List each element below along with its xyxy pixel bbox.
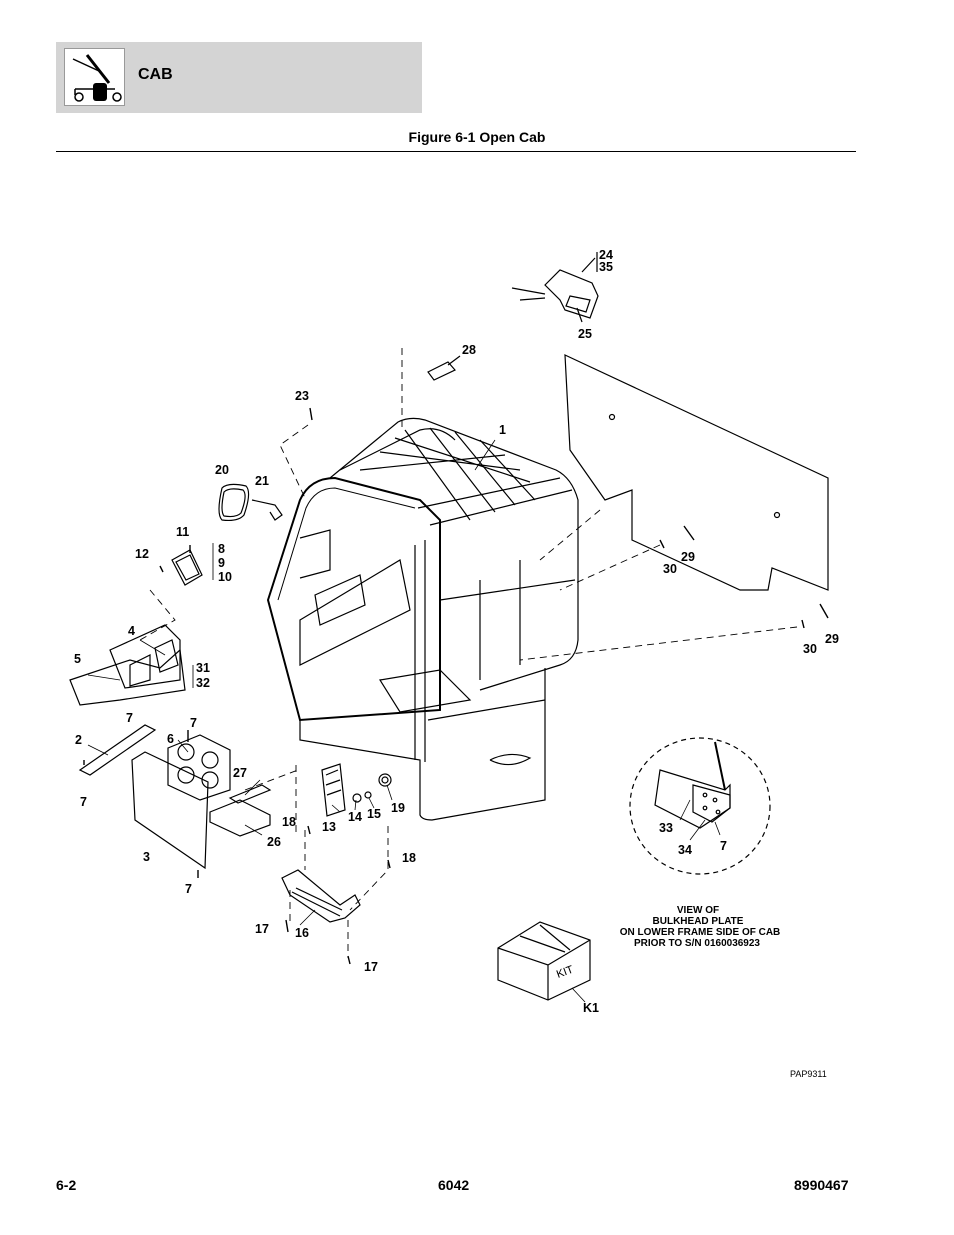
callout: 24 (599, 248, 613, 262)
callout: 17 (364, 960, 378, 974)
callout: K1 (583, 1001, 599, 1015)
inset-note-line: BULKHEAD PLATE (653, 916, 744, 927)
footer-model: 6042 (438, 1177, 470, 1193)
callout: 7 (80, 795, 87, 809)
callout: 21 (255, 474, 269, 488)
footer-part-number: 8990467 (794, 1177, 849, 1193)
callout: 11 (176, 525, 189, 539)
callout: 2 (75, 733, 82, 747)
callout: 3 (143, 850, 150, 864)
callout: 7 (190, 716, 197, 730)
plate-5 (69, 648, 186, 706)
callout: 26 (267, 835, 281, 849)
callout: 28 (462, 343, 476, 357)
callout: 20 (215, 463, 229, 477)
callout: 9 (218, 556, 225, 570)
callout: 18 (402, 851, 416, 865)
strip-26 (209, 799, 271, 837)
callout: 25 (578, 327, 592, 341)
callout: 31 (196, 661, 210, 675)
title-divider (56, 151, 856, 152)
callout: 18 (282, 815, 296, 829)
callout-labels: 1 2 3 4 5 6 7 7 7 7 7 7 8 9 10 11 12 13 … (74, 248, 839, 1015)
callout: 29 (825, 632, 839, 646)
module-13 (321, 763, 346, 817)
kit-box (497, 921, 591, 1001)
inset-circle (629, 737, 771, 875)
callout: 4 (128, 624, 135, 638)
mirror-20 (218, 483, 250, 522)
kit-label: KIT (555, 964, 575, 981)
leader-lines (139, 348, 798, 958)
callout: 5 (74, 652, 81, 666)
callout: 12 (135, 547, 149, 561)
callout: 23 (295, 389, 309, 403)
bracket-28 (427, 361, 456, 381)
callout: 8 (218, 542, 225, 556)
washer-14 (352, 793, 362, 803)
nut-15 (364, 791, 372, 799)
step-16 (281, 869, 361, 923)
callout: 10 (218, 570, 232, 584)
panel-2 (78, 724, 157, 776)
callout: 7 (185, 882, 192, 896)
callout: 27 (233, 766, 247, 780)
callout: 30 (663, 562, 677, 576)
section-header: CAB (56, 42, 422, 113)
callout: 7 (126, 711, 133, 725)
callout: 14 (348, 810, 362, 824)
figure-title: Figure 6-1 Open Cab (408, 129, 546, 145)
latch-21 (251, 499, 283, 521)
inset-note: VIEW OF BULKHEAD PLATE ON LOWER FRAME SI… (620, 905, 781, 949)
callout: 17 (255, 922, 269, 936)
callout: 16 (295, 926, 309, 940)
inset-note-line: ON LOWER FRAME SIDE OF CAB (620, 927, 781, 938)
callout: 7 (720, 839, 727, 853)
callout: 33 (659, 821, 673, 835)
cab-frame (266, 417, 579, 821)
callout: 32 (196, 676, 210, 690)
pad-8 (171, 549, 203, 586)
section-title: CAB (138, 66, 173, 83)
callout: 35 (599, 260, 613, 274)
bracket-4 (109, 624, 181, 689)
inset-note-line: VIEW OF (677, 905, 719, 916)
plate-6 (167, 734, 231, 801)
callout: 1 (499, 423, 506, 437)
callout: 34 (678, 843, 692, 857)
callout: 19 (391, 801, 405, 815)
panel-3 (131, 751, 209, 870)
telehandler-icon (64, 48, 125, 106)
callout: 13 (322, 820, 336, 834)
callout: 30 (803, 642, 817, 656)
work-light (544, 269, 599, 319)
inset-note-line: PRIOR TO S/N 0160036923 (634, 938, 760, 949)
callout: 15 (367, 807, 381, 821)
callout: 6 (167, 732, 174, 746)
rear-wall (564, 354, 829, 591)
grommet-19 (378, 773, 392, 787)
callout: 29 (681, 550, 695, 564)
drawing-id: PAP9311 (790, 1069, 827, 1079)
footer-page: 6-2 (56, 1177, 77, 1193)
